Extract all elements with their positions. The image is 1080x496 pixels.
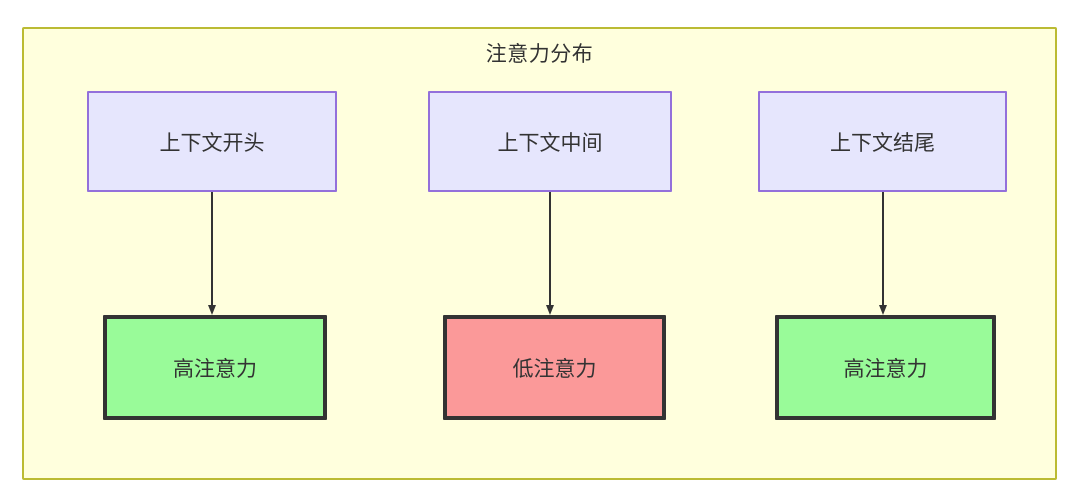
node-low-attention-middle[interactable]: 低注意力	[443, 315, 666, 420]
subgraph-title: 注意力分布	[485, 43, 594, 66]
node-context-start-label: 上下文开头	[159, 131, 265, 155]
node-context-end[interactable]: 上下文结尾	[758, 91, 1007, 192]
node-high-attention-end[interactable]: 高注意力	[775, 315, 996, 420]
node-high-attention-start-label: 高注意力	[173, 357, 257, 381]
node-context-end-label: 上下文结尾	[830, 131, 935, 155]
node-high-attention-end-label: 高注意力	[843, 357, 928, 381]
node-low-attention-middle-label: 低注意力	[512, 357, 597, 381]
node-high-attention-start[interactable]: 高注意力	[103, 315, 327, 420]
node-context-start[interactable]: 上下文开头	[87, 91, 337, 192]
node-context-middle-label: 上下文中间	[497, 131, 603, 155]
node-context-middle[interactable]: 上下文中间	[428, 91, 672, 192]
